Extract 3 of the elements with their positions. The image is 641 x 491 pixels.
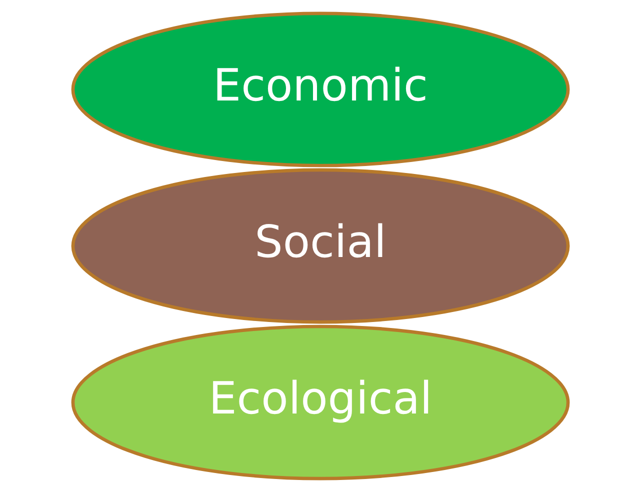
node-ellipse: Ecological <box>71 324 570 480</box>
node-ellipse: Social <box>71 168 570 324</box>
node-ellipse: Economic <box>71 11 570 167</box>
